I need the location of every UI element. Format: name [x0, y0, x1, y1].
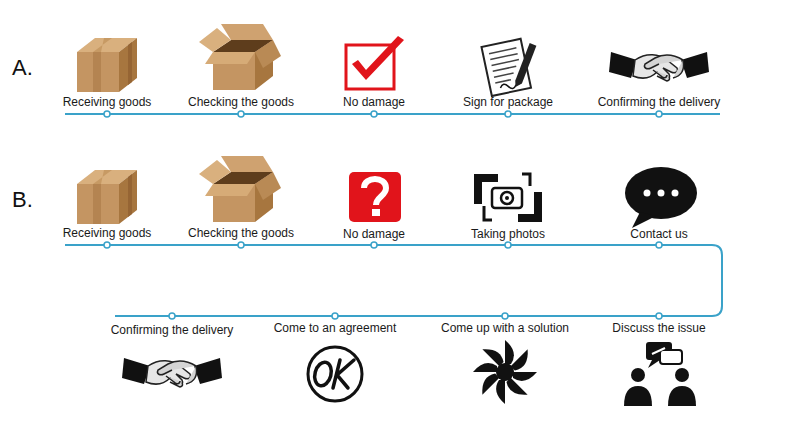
- step-caption: Discuss the issue: [612, 321, 705, 335]
- step-caption: Checking the goods: [188, 226, 294, 240]
- step-caption: Come up with a solution: [441, 321, 569, 335]
- step-caption: Taking photos: [471, 227, 545, 241]
- step-caption: Confirming the delivery: [111, 323, 234, 337]
- step-caption: Receiving goods: [63, 226, 152, 240]
- step-caption: No damage: [343, 95, 405, 109]
- step-caption: Sign for package: [463, 95, 553, 109]
- step-caption: Come to an agreement: [274, 321, 397, 335]
- row-letter: A.: [12, 55, 33, 81]
- step-caption: Checking the goods: [188, 95, 294, 109]
- step-caption: Confirming the delivery: [598, 95, 721, 109]
- row-letter: B.: [12, 187, 33, 213]
- step-caption: Contact us: [630, 227, 687, 241]
- step-caption: Receiving goods: [63, 95, 152, 109]
- step-caption: No damage: [343, 227, 405, 241]
